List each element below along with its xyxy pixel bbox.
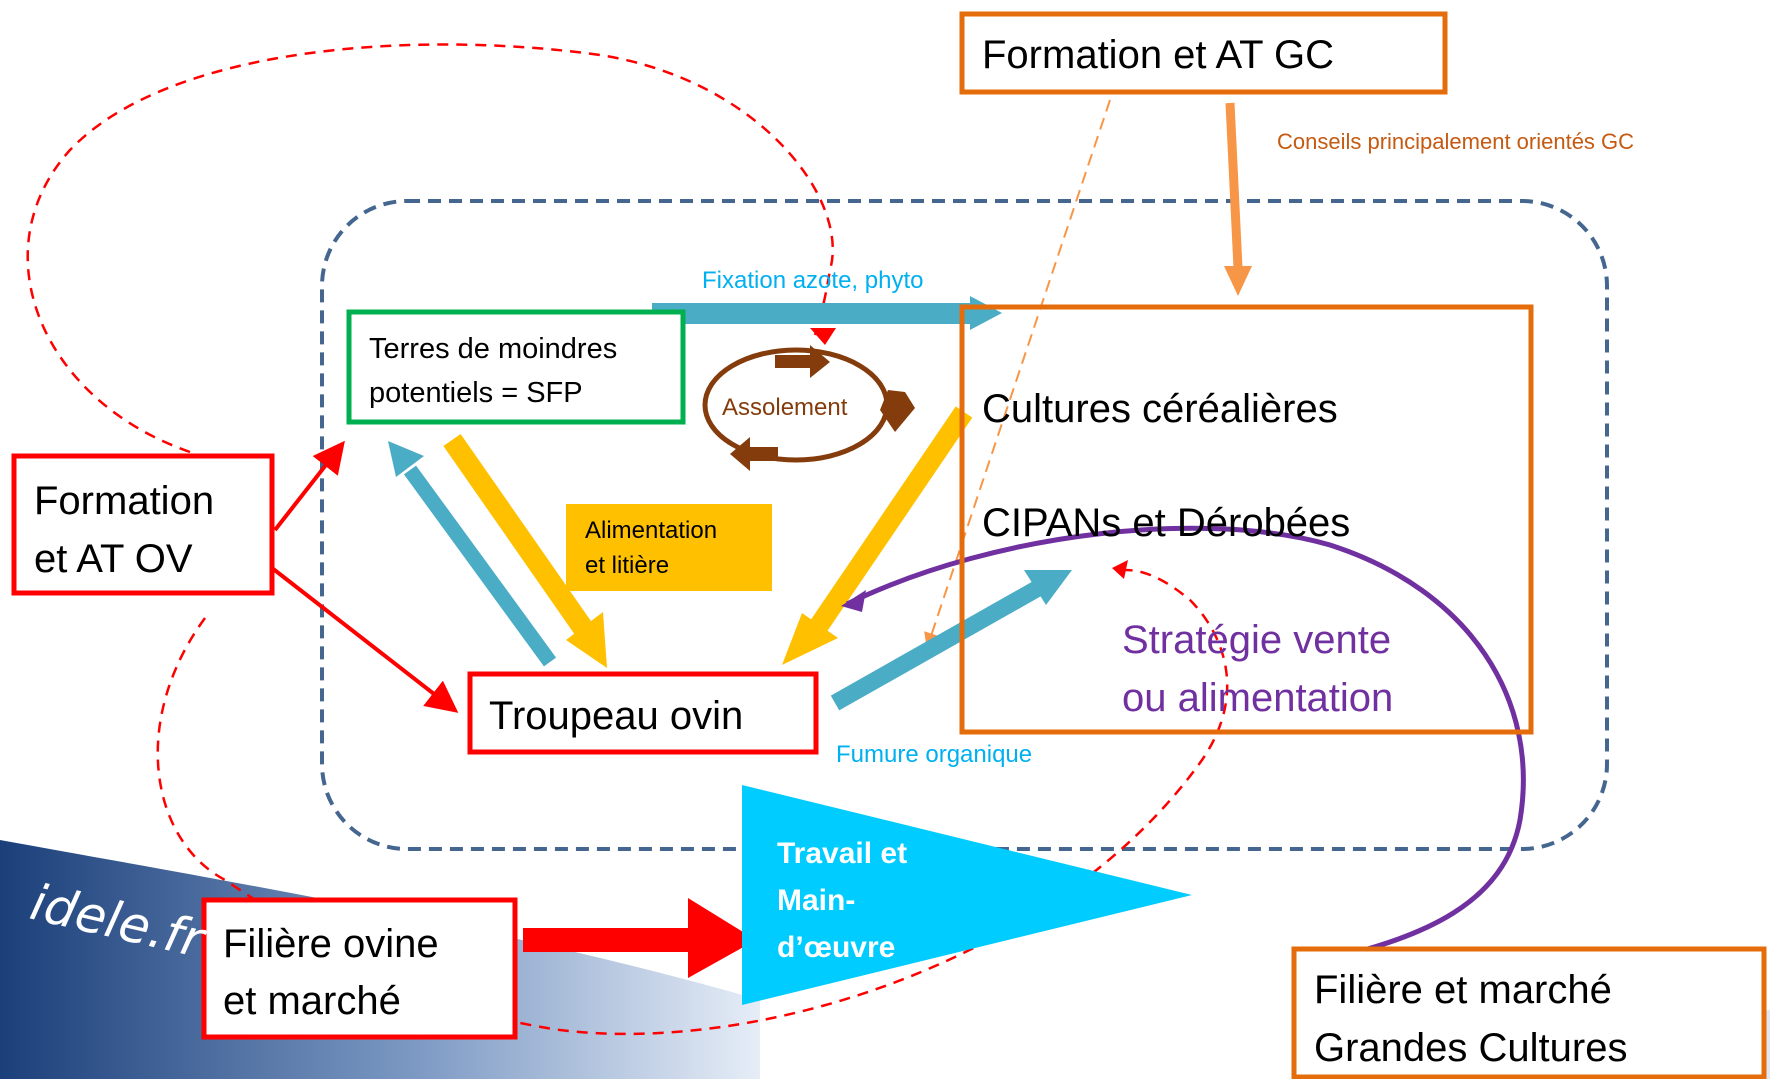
formation-ov-to-troupeau-arrow: [270, 566, 459, 713]
travail-label-line1: Travail et: [777, 837, 908, 870]
formation-ov-label-line1: Formation: [34, 479, 215, 523]
formation-ov-box: [11, 453, 275, 596]
cultures-to-troupeau-arrowhead: [782, 613, 838, 665]
filiere-ovine-box: [201, 897, 518, 1040]
filiere-to-travail-arrowhead: [688, 898, 756, 978]
terres-label-line1: Terres de moindres: [369, 333, 618, 365]
strategie-arrowhead-left: [841, 590, 866, 612]
troupeau-to-terres-arrow-shaft: [403, 465, 557, 667]
troupeau-label: Troupeau ovin: [489, 694, 744, 738]
formation-gc-thin-dashed-arrow: [924, 99, 1111, 649]
terres-box: [346, 309, 686, 425]
fumure-arrowhead: [1024, 570, 1072, 605]
conseils-arrowhead: [1224, 266, 1252, 296]
cultures-box: [959, 304, 1534, 735]
red-dashed-arrowhead-top: [810, 328, 836, 345]
terres-to-troupeau-arrowhead: [566, 612, 607, 668]
filiere-to-travail-arrow-shaft: [523, 928, 691, 952]
alimentation-label-line2: et litière: [585, 552, 670, 579]
formation-ov-label-line2: et AT OV: [34, 537, 193, 581]
strategie-label-line1: Stratégie vente: [1122, 618, 1392, 662]
assolement-arrow-right: [880, 390, 915, 432]
terres-to-troupeau-arrow-shaft: [443, 433, 592, 635]
filiere-gc-label-line1: Filière et marché: [1314, 968, 1612, 1012]
formation-ov-to-terres-arrow: [273, 440, 345, 532]
troupeau-to-terres-arrowhead: [388, 441, 424, 477]
travail-triangle: [742, 785, 1192, 1005]
red-dashed-loop-bottom: [156, 568, 1229, 1036]
travail-label-line3: d’œuvre: [777, 931, 896, 964]
assolement-arrow-top: [775, 345, 830, 378]
alimentation-label-line1: Alimentation: [585, 517, 718, 544]
red-dashed-arrowhead-bottom: [1112, 560, 1128, 579]
filiere-ovine-label-line1: Filière ovine: [223, 922, 439, 966]
cultures-to-troupeau-arrow-shaft: [809, 406, 973, 633]
formation-gc-label: Formation et AT GC: [982, 33, 1334, 77]
assolement-label: Assolement: [722, 394, 848, 421]
conseils-label: Conseils principalement orientés GC: [1277, 129, 1635, 154]
assolement-arrow-left: [730, 437, 778, 471]
fumure-label: Fumure organique: [836, 741, 1033, 768]
filiere-gc-label-line2: Grandes Cultures: [1314, 1026, 1628, 1070]
strategie-curve-arrow: [845, 525, 1526, 968]
filiere-gc-box: [1291, 946, 1767, 1079]
conseils-arrow-shaft: [1225, 102, 1243, 269]
fixation-arrow-shaft: [652, 303, 974, 324]
filiere-ovine-label-line2: et marché: [223, 979, 401, 1023]
troupeau-box: [467, 671, 819, 755]
alimentation-box: [566, 504, 772, 591]
fixation-arrowhead: [970, 296, 1002, 330]
formation-gc-box: [959, 11, 1448, 95]
terres-label-line2: potentiels = SFP: [369, 377, 583, 409]
fixation-label: Fixation azote, phyto: [702, 267, 924, 294]
fumure-arrow-shaft: [830, 579, 1045, 711]
strategie-label-line2: ou alimentation: [1122, 676, 1394, 720]
cipans-label: CIPANs et Dérobées: [982, 501, 1351, 545]
travail-label-line2: Main-: [777, 884, 856, 917]
cultures-label: Cultures céréalières: [982, 387, 1338, 431]
